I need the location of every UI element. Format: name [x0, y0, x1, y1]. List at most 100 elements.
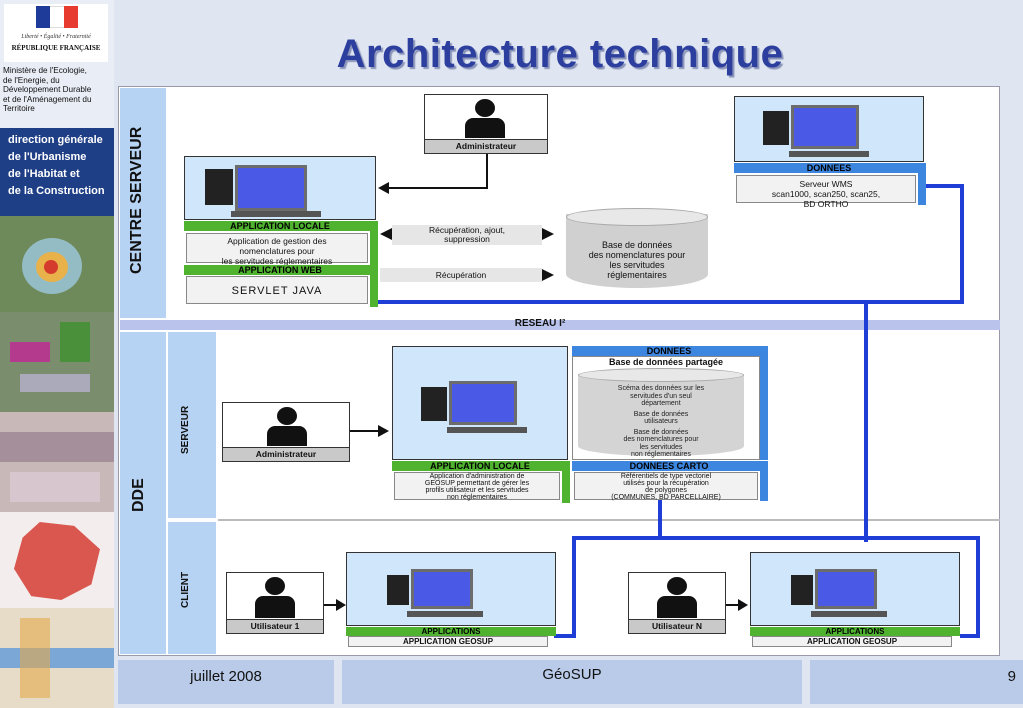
ministry-line: Territoire: [3, 104, 35, 113]
flag-white: [50, 6, 64, 28]
network-line: [926, 184, 964, 188]
arrow-head: [336, 599, 346, 611]
top-app-web-label: APPLICATION WEB: [184, 265, 376, 275]
text-line: Référentiels de type vectoriel: [620, 473, 712, 480]
green-edge: [370, 221, 378, 265]
centre-serveur-band: [120, 88, 166, 318]
dg-line: direction générale: [8, 134, 103, 146]
connector: [350, 430, 380, 432]
flag-red: [64, 6, 78, 28]
page-title: Architecture technique: [336, 32, 784, 76]
arrow-recup-ajout: Récupération, ajout, suppression: [392, 225, 542, 245]
dde-band: [120, 332, 166, 654]
person-icon-body: [465, 118, 505, 138]
arrow-head: [542, 228, 554, 240]
map-thumbnail-france: [0, 512, 114, 608]
blue-edge: [760, 461, 768, 501]
network-line: [658, 500, 662, 540]
ministry-line: Développement Durable: [3, 85, 92, 94]
network-line: [864, 302, 868, 542]
green-edge: [562, 461, 570, 503]
top-app-locale-label: APPLICATION LOCALE: [184, 221, 376, 231]
client-label: CLIENT: [180, 571, 191, 609]
text-line: nomenclatures pour: [239, 246, 315, 256]
network-line: [572, 536, 576, 638]
text-line: département: [641, 400, 681, 407]
blue-edge: [918, 163, 926, 205]
arrow-head: [380, 228, 392, 240]
text-line: scan1000, scan250, scan25,: [771, 189, 881, 199]
network-line: [976, 536, 980, 638]
ministry-line: de l'Energie, du: [3, 75, 60, 85]
connector: [726, 604, 740, 606]
footer-title: GéoSUP: [542, 666, 602, 683]
dde-database: [578, 374, 744, 456]
network-line: [960, 185, 964, 304]
utilisateurN-box: Utilisateur N: [628, 572, 726, 634]
utilisateur1-label: Utilisateur 1: [227, 619, 323, 633]
text-line: non réglementaires: [447, 494, 507, 501]
map-thumbnail-2: [0, 312, 114, 412]
top-database: [566, 214, 708, 288]
text-line: Application d'administration de: [429, 473, 525, 480]
client-band: [168, 522, 216, 654]
map-thumbnail-4: [0, 608, 114, 708]
dde-donnees-label: DONNEES: [572, 346, 766, 356]
ministry-line: Ministère de l'Ecologie,: [3, 66, 87, 75]
arrow-head: [378, 425, 389, 437]
dg-line: de la Construction: [8, 185, 105, 197]
text-line: non réglementaires: [631, 451, 691, 458]
connector: [486, 154, 488, 188]
clientN-pc-image: [750, 552, 960, 626]
footer-title-cell: [342, 660, 802, 704]
dde-pc-image: [392, 346, 568, 460]
network-line: [960, 634, 980, 638]
text-line: les servitudes: [609, 260, 665, 270]
text-line: (COMMUNES, BD PARCELLAIRE): [611, 494, 721, 501]
republic-name: RÉPUBLIQUE FRANÇAISE: [11, 44, 101, 52]
text-line: Base de données: [633, 428, 689, 436]
text-line: Serveur WMS: [799, 179, 853, 189]
reseau-label: RESEAU I²: [514, 318, 566, 329]
footer-date-cell: [118, 660, 334, 704]
map-thumbnail-3: [0, 412, 114, 512]
dde-database-text: Scéma des données sur les servitudes d'u…: [578, 385, 744, 459]
donnees-carto-text: Référentiels de type vectoriel utilisés …: [574, 472, 758, 501]
ministry-name: Ministère de l'Ecologie, de l'Energie, d…: [3, 66, 111, 114]
arrow-head: [378, 182, 389, 194]
arrow-head: [542, 269, 554, 281]
top-donnees-text: Serveur WMS scan1000, scan250, scan25, B…: [736, 175, 916, 209]
client1-apps-label: APPLICATIONS: [346, 627, 556, 636]
person-icon: [277, 407, 297, 425]
text-line: les servitudes réglementaires: [221, 256, 333, 266]
dde-admin-box: Administrateur: [222, 402, 350, 462]
dde-label: DDE: [130, 478, 147, 512]
text-line: Base de données: [601, 240, 673, 250]
network-line: [554, 634, 576, 638]
arrow-head: [738, 599, 748, 611]
text-line: suppression: [444, 234, 490, 244]
map-thumbnail-1: [0, 216, 114, 312]
republic-logo: Liberté • Égalité • Fraternité RÉPUBLIQU…: [4, 4, 108, 62]
serveur-band: [168, 332, 216, 518]
network-line: [572, 536, 980, 540]
top-app-locale-text: Application de gestion des nomenclatures…: [186, 233, 368, 266]
utilisateurN-label: Utilisateur N: [629, 619, 725, 633]
person-icon-body: [657, 596, 697, 618]
database-top: [566, 208, 708, 226]
ministry-line: et de l'Aménagement du: [3, 94, 92, 104]
top-pc-image: [184, 156, 376, 220]
arrow-recuperation: Récupération: [380, 268, 542, 282]
text-line: BD ORTHO: [803, 199, 849, 209]
client1-geosup-text: APPLICATION GEOSUP: [348, 636, 548, 647]
clientN-geosup-text: APPLICATION GEOSUP: [752, 636, 952, 647]
donnees-pc-image: [734, 96, 924, 162]
text-line: Récupération, ajout,: [428, 225, 506, 235]
footer-page-cell: [810, 660, 1023, 704]
connector: [324, 604, 338, 606]
person-icon-body: [267, 426, 307, 446]
text-line: Scéma des données sur les: [617, 385, 705, 392]
text-line: utilisateurs: [644, 418, 678, 425]
text-line: Application de gestion des: [227, 236, 327, 246]
text-line: GEOSUP permettant de gérer les: [424, 480, 530, 487]
